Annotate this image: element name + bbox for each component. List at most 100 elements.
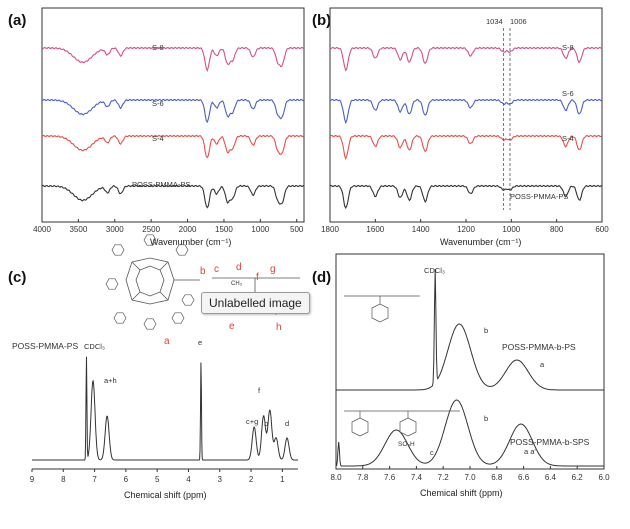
panel-label-d: (d) xyxy=(312,269,331,286)
peak-label-d-bottom-b: b xyxy=(484,414,488,423)
x-tick-label-a-3000: 3000 xyxy=(106,225,124,234)
x-tick-label-d-6.4: 6.4 xyxy=(545,473,557,482)
x-tick-label-d-7.8: 7.8 xyxy=(357,473,369,482)
x-tick-label-d-6.2: 6.2 xyxy=(572,473,584,482)
phenyl-ring-0 xyxy=(111,244,125,256)
x-tick-label-b-600: 600 xyxy=(595,225,609,234)
panel-label-a: (a) xyxy=(8,12,26,29)
x-tick-label-a-2000: 2000 xyxy=(179,225,197,234)
marker-label-1006: 1006 xyxy=(510,17,527,26)
x-tick-label-c-4: 4 xyxy=(186,475,191,484)
phenyl-ring-6 xyxy=(143,234,157,246)
x-tick-label-c-9: 9 xyxy=(30,475,35,484)
panel-c-spectrum xyxy=(32,356,298,461)
phenyl-ring-2 xyxy=(105,278,119,290)
x-tick-label-a-1500: 1500 xyxy=(215,225,233,234)
d-structure-bottom xyxy=(344,410,460,437)
axis-label-b-x: Wavenumber (cm⁻¹) xyxy=(440,237,521,247)
x-tick-label-c-6: 6 xyxy=(124,475,129,484)
structure-label-a: a xyxy=(164,336,170,347)
peak-label-d-bottom-c: c xyxy=(430,448,434,457)
x-tick-label-a-1000: 1000 xyxy=(251,225,269,234)
x-tick-label-d-7.6: 7.6 xyxy=(384,473,396,482)
axis-label-d-x: Chemical shift (ppm) xyxy=(420,488,503,498)
x-tick-label-d-6.6: 6.6 xyxy=(518,473,530,482)
phenyl-ring-4 xyxy=(113,312,127,324)
x-tick-label-b-1400: 1400 xyxy=(412,225,430,234)
x-tick-label-b-1800: 1800 xyxy=(321,225,339,234)
x-tick-label-c-5: 5 xyxy=(155,475,160,484)
solvent-label-d: CDCl₃ xyxy=(424,266,445,275)
panel-b-ticks: 1800 1600 1400 1200 1000 800 600 xyxy=(321,219,609,234)
x-tick-label-a-4000: 4000 xyxy=(33,225,51,234)
peak-label-c-d: d xyxy=(285,419,289,428)
poss-phenyl-rings xyxy=(105,234,195,330)
axis-label-c-x: Chemical shift (ppm) xyxy=(124,490,207,500)
nmr-line-c xyxy=(32,356,298,461)
x-tick-label-b-1600: 1600 xyxy=(366,225,384,234)
spectrum-line-b-3 xyxy=(329,184,603,210)
peak-label-c-ah: a+h xyxy=(104,376,117,385)
marker-label-1034: 1034 xyxy=(486,17,503,26)
sample-label-c: POSS-PMMA-PS xyxy=(12,341,78,351)
plot-frame-a xyxy=(41,7,305,223)
spectrum-line-a-1 xyxy=(41,98,305,124)
panel-a-spectra xyxy=(41,46,305,209)
x-tick-label-d-7.2: 7.2 xyxy=(438,473,450,482)
x-tick-label-c-2: 2 xyxy=(249,475,254,484)
image-tooltip: Unlabelled image xyxy=(201,292,310,314)
panel-b-markers xyxy=(503,28,511,210)
panel-label-b: (b) xyxy=(312,12,331,29)
series-label-a-poss: POSS-PMMA-PS xyxy=(132,180,190,189)
x-tick-label-d-6.8: 6.8 xyxy=(491,473,503,482)
x-tick-label-a-3500: 3500 xyxy=(69,225,87,234)
axis-label-a-x: Wavenumber (cm⁻¹) xyxy=(150,237,231,247)
series-label-b-s4: S-4 xyxy=(562,134,574,143)
spectrum-line-a-0 xyxy=(41,46,305,72)
phenyl-ring-5 xyxy=(171,312,185,324)
x-tick-label-c-1: 1 xyxy=(280,475,285,484)
spectrum-line-a-3 xyxy=(41,184,305,209)
plot-frame-b xyxy=(329,7,603,223)
nmr-line-d-1 xyxy=(335,399,604,467)
peak-label-c-b: b xyxy=(264,419,268,428)
x-tick-label-b-1000: 1000 xyxy=(502,225,520,234)
solvent-label-c: CDCl₃ xyxy=(84,342,105,351)
series-label-a-s4: S-4 xyxy=(152,134,164,143)
x-tick-label-a-500: 500 xyxy=(290,225,304,234)
x-tick-label-b-1200: 1200 xyxy=(457,225,475,234)
structure-label-h: h xyxy=(276,322,282,333)
phenyl-ring-3 xyxy=(181,294,195,306)
x-tick-label-c-3: 3 xyxy=(218,475,223,484)
peak-label-c-cg: c+g xyxy=(246,417,258,426)
panel-c-ticks: 9 8 7 6 5 4 3 2 1 xyxy=(30,469,285,484)
x-tick-label-c-7: 7 xyxy=(92,475,97,484)
peak-label-c-e: e xyxy=(198,338,202,347)
series-label-a-s6: S-6 xyxy=(152,99,164,108)
peak-label-c-f: f xyxy=(258,386,261,395)
so3h-label-d: SO₃H xyxy=(398,441,415,448)
sample-label-d-top: POSS-PMMA-b-PS xyxy=(502,342,576,352)
structure-label-c: c xyxy=(214,264,219,275)
series-label-b-s8: S-8 xyxy=(562,43,574,52)
x-tick-label-d-7: 7.0 xyxy=(464,473,476,482)
panel-d-spectra xyxy=(335,268,604,467)
structure-ch3: CH₃ xyxy=(231,281,243,287)
x-tick-label-d-8: 8.0 xyxy=(330,473,342,482)
spectrum-line-a-2 xyxy=(41,134,305,159)
x-tick-label-c-8: 8 xyxy=(61,475,66,484)
panel-b-spectra xyxy=(329,46,603,210)
structure-label-f: f xyxy=(256,272,259,283)
d-structure-top xyxy=(344,295,420,323)
peak-label-d-bottom-aa: a a' xyxy=(524,447,536,456)
x-tick-label-b-800: 800 xyxy=(550,225,564,234)
spectrum-line-b-2 xyxy=(329,134,603,160)
spectrum-line-b-1 xyxy=(329,98,603,125)
sample-label-d-bottom: POSS-PMMA-b-SPS xyxy=(510,437,590,447)
structure-label-g: g xyxy=(270,264,276,275)
series-label-b-poss: POSS-PMMA-PS xyxy=(510,192,568,201)
panel-label-c: (c) xyxy=(8,269,26,286)
phenyl-ring-1 xyxy=(175,244,189,256)
